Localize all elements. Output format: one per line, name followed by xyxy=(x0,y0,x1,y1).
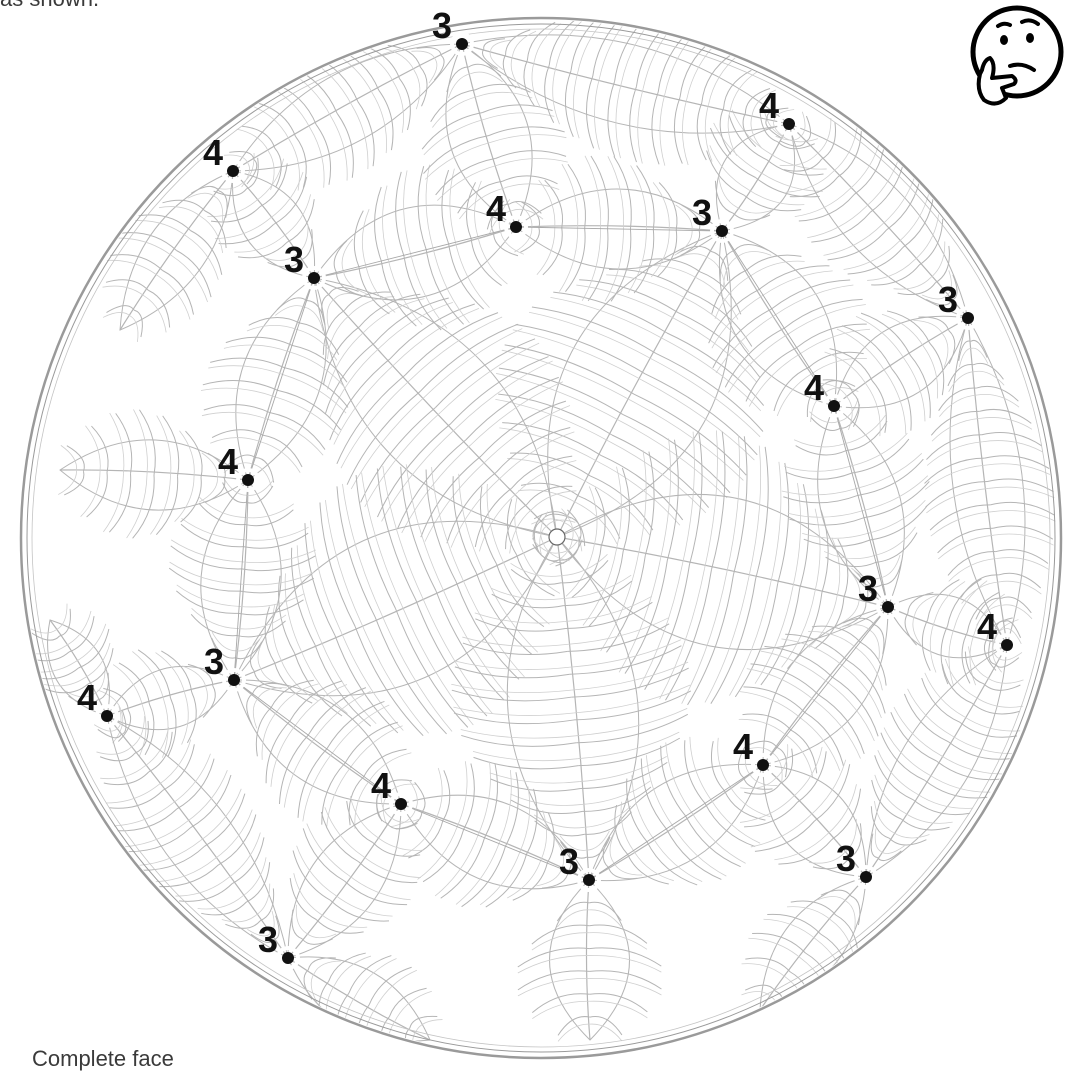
vertex-label: 4 xyxy=(203,132,223,173)
vertex-markers: 3 4 4 4 3 3 3 4 4 3 4 3 4 4 4 3 3 3 xyxy=(77,5,1017,968)
vertex-label: 4 xyxy=(218,441,238,482)
vertex-label: 4 xyxy=(77,677,97,718)
vertex-label: 4 xyxy=(804,367,824,408)
thinking-face-icon xyxy=(962,0,1067,115)
vertex-label: 4 xyxy=(486,188,506,229)
vertex-label: 3 xyxy=(559,841,579,882)
vertex-dot xyxy=(962,312,974,324)
vertex-label: 3 xyxy=(938,279,958,320)
top-caption: as shown. xyxy=(0,0,99,12)
vertex-label: 4 xyxy=(371,765,391,806)
vertex-dot xyxy=(882,601,894,613)
vertex-dot xyxy=(101,710,113,722)
vertex-dot xyxy=(583,874,595,886)
vertex-label: 4 xyxy=(759,85,779,126)
vertex-dot xyxy=(308,272,320,284)
vertex-dot xyxy=(828,400,840,412)
vertex-label: 3 xyxy=(692,192,712,233)
vertex-dot xyxy=(757,759,769,771)
vertex-label: 3 xyxy=(858,568,878,609)
vertex-dot xyxy=(510,221,522,233)
vertex-label: 4 xyxy=(977,606,997,647)
vertex-label: 3 xyxy=(258,919,278,960)
vertex-label: 3 xyxy=(432,5,452,46)
vertex-dot xyxy=(242,474,254,486)
vertex-dot xyxy=(1001,639,1013,651)
vertex-dot xyxy=(716,225,728,237)
vertex-dot xyxy=(783,118,795,130)
vertex-dot xyxy=(456,38,468,50)
vertex-dot xyxy=(227,165,239,177)
vertex-dot xyxy=(860,871,872,883)
vertex-dot xyxy=(395,798,407,810)
vertex-label: 3 xyxy=(284,239,304,280)
vertex-label: 4 xyxy=(733,726,753,767)
bottom-caption: Complete face xyxy=(32,1046,174,1072)
vertex-dot xyxy=(282,952,294,964)
vertex-dot xyxy=(228,674,240,686)
vertex-label: 3 xyxy=(836,838,856,879)
vertex-label: 3 xyxy=(204,641,224,682)
